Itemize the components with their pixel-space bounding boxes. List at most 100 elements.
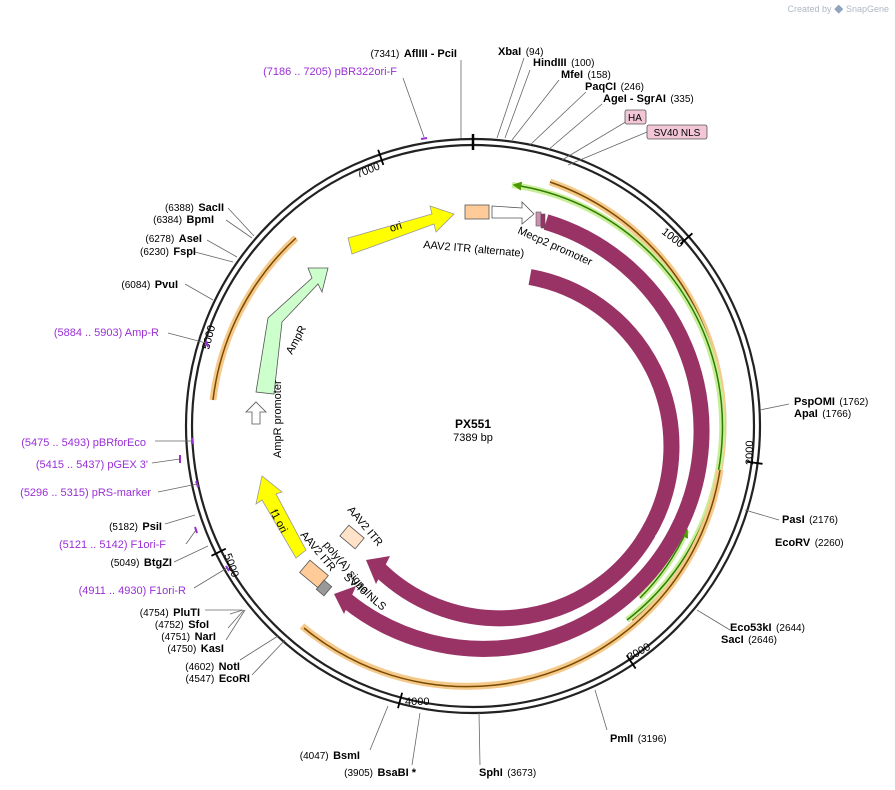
site-label-paqci: PaqCI (246) [585,77,644,94]
ampr-promoter-arrow [245,401,267,425]
tick-marks [211,134,763,709]
site-label-noti: (4602) NotI [185,657,240,674]
orf-arc-left-orange-core [212,237,297,401]
site-pos-bsabi: (3905) [344,768,373,779]
site-pos-pvui: (6084) [121,280,150,291]
site-pos-sacii: (6388) [165,203,194,214]
primer-mark-f1ori-r [225,565,230,572]
site-label-ecorv: EcoRV (2260) [775,533,844,550]
site-name-sfoi: SfoI [188,619,209,631]
site-label-ecori: (4547) EcoRI [185,669,250,686]
aav2-itr-alternate-label: AAV2 ITR (alternate) [423,239,525,260]
site-name-eco53ki: Eco53kI [730,622,772,634]
site-name-pspomi: PspOMI [794,396,835,408]
site-pos-ecorv: (2260) [815,538,844,549]
site-pos-bpmi: (6384) [153,215,182,226]
site-label-hindiii: HindIII (100) [533,53,594,70]
site-name-sphi: SphI [479,767,503,779]
orf-arc-bottom-orange-core [303,469,721,688]
site-pos-nari: (4751) [161,632,190,643]
site-name-hindiii: HindIII [533,57,567,69]
ori-label: ori [388,220,403,235]
site-pos-pasi: (2176) [809,515,838,526]
primer-label-pbrforeco: (5475 .. 5493) pBRforEco [21,437,146,449]
site-pos-fspi: (6230) [140,247,169,258]
ha-tag-label: HA [628,113,642,124]
site-pos-sphi: (3673) [507,768,536,779]
site-name-ecori: EcoRI [219,673,250,685]
site-name-kasi: KasI [201,643,224,655]
ha-tag-box [624,109,647,125]
site-pos-sfoi: (4752) [155,620,184,631]
site-label-asei: (6278) AseI [145,229,202,246]
sv40-nls-tag-label: SV40 NLS [654,128,701,139]
tick-label-4000: 4000 [405,696,429,708]
site-pos-paqci: (246) [621,82,644,93]
site-label-bpmi: (6384) BpmI [153,210,214,227]
site-pos-agei-sgrai: (335) [670,94,693,105]
site-pos-saci: (2646) [748,635,777,646]
tick-mark [746,460,763,465]
site-label-eco53ki: Eco53kI (2644) [730,618,805,635]
site-label-saci: SacI (2646) [721,630,777,647]
site-pos-afliii-pcii: (7341) [370,49,399,60]
snapgene-logo-icon: ◆ [834,3,843,15]
ampr-promoter-label: AmpR promoter [272,380,284,458]
f1-ori-label: f1 ori [267,508,289,535]
site-label-pasi: PasI (2176) [782,510,838,527]
site-pos-kasi: (4750) [167,644,196,655]
mecp2-promoter-arrow [491,201,535,225]
tick-mark [625,654,637,670]
site-name-asei: AseI [179,233,202,245]
primer-label-f1ori-f: (5121 .. 5142) F1ori-F [59,539,166,551]
site-pos-apai: (1766) [822,409,851,420]
ori-arrow [347,205,455,255]
site-name-paqci: PaqCI [585,81,616,93]
site-name-fspi: FspI [173,246,196,258]
primer-label-amp-r: (5884 .. 5903) Amp-R [54,327,159,339]
aav2-itr-alternate-box [464,204,490,220]
site-name-nari: NarI [195,631,216,643]
sv40-nls-mark-top [540,213,546,229]
site-label-psii: (5182) PsiI [109,517,162,534]
site-name-btgzi: BtgZI [144,557,172,569]
tick-label-5000: 5000 [221,552,241,579]
plasmid-length: 7389 bp [453,432,493,444]
site-name-sacii: SacII [198,202,224,214]
leader-lines [151,57,790,766]
primer-label-prs-marker: (5296 .. 5315) pRS-marker [20,487,151,499]
site-label-pspomi: PspOMI (1762) [794,392,868,409]
site-pos-xbai: (94) [526,47,544,58]
site-label-pvui: (6084) PvuI [121,275,178,292]
site-name-pmli: PmlI [610,733,633,745]
site-name-bsmi: BsmI [333,750,360,762]
plasmid-name: PX551 [455,417,491,431]
watermark-prefix: Created by [787,3,832,14]
site-name-saci: SacI [721,634,744,646]
site-pos-mfei: (158) [587,70,610,81]
primer-label-f1ori-r: (4911 .. 4930) F1ori-R [79,585,186,597]
site-name-noti: NotI [219,661,240,673]
site-pos-btgzi: (5049) [111,558,140,569]
ampr-arrow [255,267,329,395]
site-pos-hindiii: (100) [571,58,594,69]
cas9-inner-arrowhead [366,556,390,584]
ampr-label: AmpR [284,324,309,357]
site-name-agei-sgrai: AgeI - SgrAI [603,93,666,105]
site-label-apai: ApaI (1766) [794,404,851,421]
aav2-itr-lower-box [339,524,365,550]
cas9-outer-arrowhead [334,586,356,614]
site-name-afliii-pcii: AflIII - PciI [404,48,457,60]
site-pos-eco53ki: (2644) [776,623,805,634]
site-label-nari: (4751) NarI [161,627,216,644]
tick-mark [211,547,227,557]
cas9-label-inner: Cas9 [605,490,628,518]
primer-label-pgex3: (5415 .. 5437) pGEX 3' [36,459,148,471]
site-pos-psii: (5182) [109,522,138,533]
site-label-afliii-pcii: (7341) AflIII - PciI [370,44,457,61]
orf-arc-inner-green-core [639,528,688,599]
site-name-pluti: PluTI [173,607,200,619]
site-name-mfei: MfeI [561,69,583,81]
cas9-outer-arc [340,214,710,657]
